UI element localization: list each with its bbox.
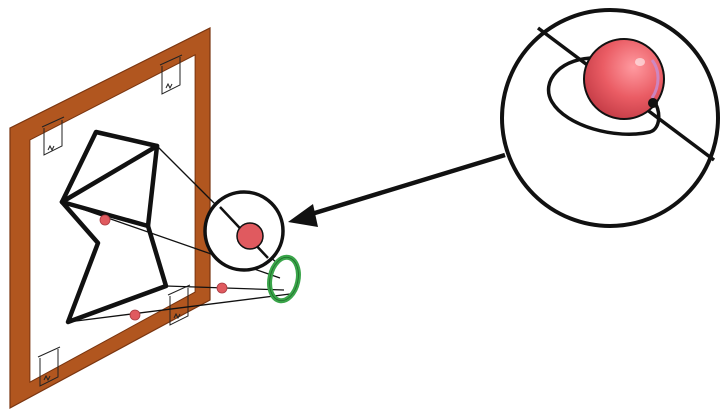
red-dot-icon xyxy=(99,214,111,226)
wooden-frame xyxy=(9,27,211,410)
bracket-icon-top-right xyxy=(159,54,183,95)
bracket-icon-bottom-left xyxy=(37,346,61,387)
frame-inner-panel xyxy=(29,54,196,383)
zoom-circle-small xyxy=(203,190,285,272)
zoom-circle-icon xyxy=(500,8,720,228)
red-ball-icon xyxy=(583,38,665,120)
red-dot-icon xyxy=(236,222,264,250)
zoom-arrow xyxy=(288,152,506,227)
red-dot-icon xyxy=(216,282,228,294)
joint-markers xyxy=(99,214,228,321)
red-dot-icon xyxy=(129,309,141,321)
green-ring-icon xyxy=(267,254,301,304)
line-bottom-to-ring xyxy=(67,293,291,323)
upper-diagonal xyxy=(59,143,160,205)
cable-node-icon xyxy=(648,98,658,108)
arrow-head-icon xyxy=(288,204,318,227)
bracket-icon-top-left xyxy=(41,116,65,156)
